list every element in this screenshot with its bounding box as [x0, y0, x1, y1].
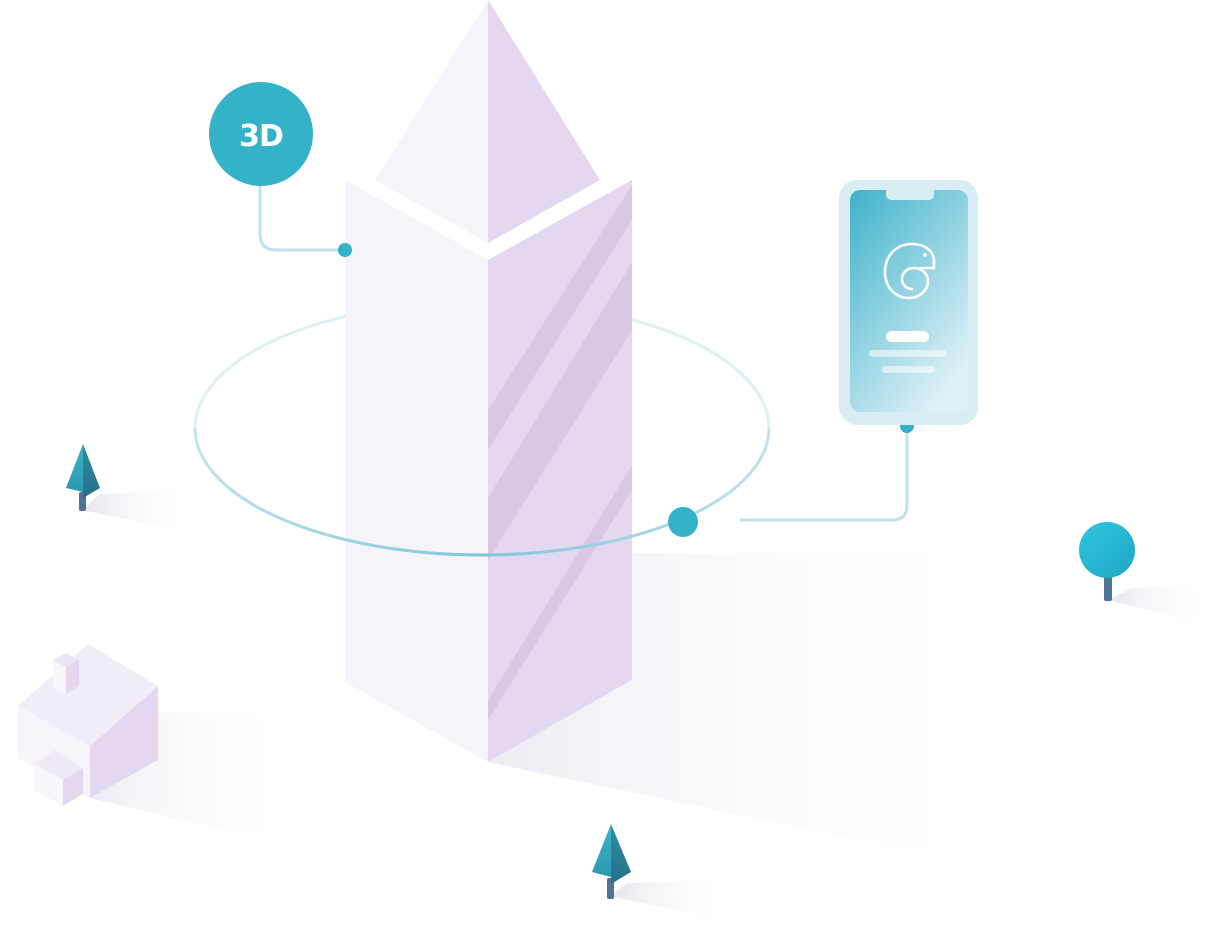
phone-screen-text-line-2	[882, 366, 935, 373]
tree-right-shadow	[1108, 585, 1210, 626]
tree-bottom-shadow	[610, 880, 730, 922]
tree-left-crown-light	[66, 444, 83, 492]
tree-bottom-crown-light	[592, 824, 611, 877]
tower-stripe-3	[488, 465, 632, 720]
tower-shadow	[488, 553, 1000, 870]
house-icon	[18, 644, 158, 806]
tree-right-crown	[1079, 522, 1135, 578]
house-chimney-front	[53, 660, 66, 694]
house-annex-side	[63, 768, 83, 806]
tree-left-shadow	[82, 490, 190, 532]
house-roof	[18, 644, 158, 746]
phone-screen-text-line-1	[869, 350, 947, 357]
phone-notch	[886, 190, 934, 200]
tower-stripe-2	[488, 262, 632, 560]
phone-screen	[850, 190, 968, 412]
3d-badge-label: 3D	[239, 119, 283, 154]
ring-anchor-dot	[668, 507, 698, 537]
badge-connector-dot	[338, 243, 352, 257]
phone-screen-title-bar	[886, 331, 929, 342]
3d-badge-circle	[209, 82, 313, 186]
pine-tree-icon	[66, 444, 100, 511]
orbit-ring-front	[193, 427, 771, 557]
tree-bottom-crown-dark	[611, 824, 631, 884]
house-chimney-top	[53, 653, 79, 667]
house-annex-front	[34, 764, 63, 806]
smartphone-icon	[839, 180, 978, 425]
tower-stripe-1	[488, 185, 632, 450]
ground-shadows	[82, 490, 1210, 922]
tower	[345, 0, 632, 762]
3d-badge: 3D	[209, 82, 313, 186]
house-side-face	[90, 686, 158, 798]
chameleon-logo-icon	[883, 242, 936, 300]
tower-roof-right	[488, 0, 600, 243]
pine-tree-icon	[592, 824, 631, 899]
round-tree-icon	[1079, 522, 1135, 601]
tree-left-crown-dark	[83, 444, 100, 498]
badge-connector-line	[258, 182, 344, 252]
tower-left-face	[345, 180, 488, 762]
phone-connector-line	[740, 426, 909, 522]
house-annex-top	[34, 750, 83, 780]
house-shadow	[90, 712, 290, 845]
tower-roof-left	[375, 0, 488, 243]
house-chimney-side	[66, 660, 79, 694]
